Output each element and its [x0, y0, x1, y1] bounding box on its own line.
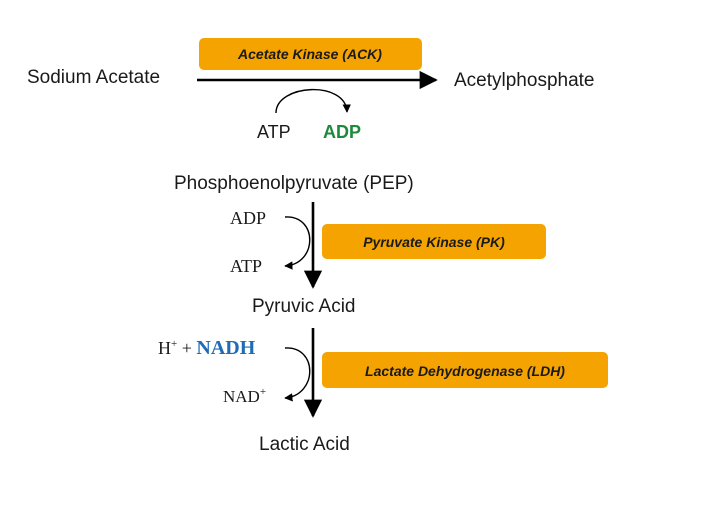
enzyme-label-ldh: Lactate Dehydrogenase (LDH)	[365, 363, 565, 379]
nad-label: NAD	[223, 387, 260, 406]
h-ion-charge: +	[171, 338, 177, 350]
cofactor-adp-out: ADP	[323, 122, 361, 142]
nadh-label: NADH	[196, 337, 255, 359]
cofactor-atp-out: ATP	[230, 256, 262, 276]
cofactor-curve-ldh	[284, 347, 311, 402]
enzyme-label-ack: Acetate Kinase (ACK)	[237, 46, 382, 62]
cofactor-adp-in: ADP	[230, 208, 266, 228]
substrate-sodium-acetate: Sodium Acetate	[27, 67, 160, 88]
reaction-pk: Phosphoenolpyruvate (PEP) ADP ATP Pyruva…	[174, 173, 546, 317]
cofactor-curve-ack	[275, 88, 351, 114]
cofactor-h-nadh-in: H+ + NADH	[158, 337, 256, 359]
enzyme-label-pk: Pyruvate Kinase (PK)	[363, 234, 505, 250]
product-acetylphosphate: Acetylphosphate	[454, 70, 595, 91]
cofactor-nad-out: NAD+	[223, 386, 266, 406]
reaction-ack: Acetate Kinase (ACK) Sodium Acetate Acet…	[27, 38, 595, 142]
product-lactic-acid: Lactic Acid	[259, 434, 350, 455]
h-ion: H	[158, 338, 171, 358]
nad-charge: +	[260, 386, 266, 398]
cofactor-atp-in: ATP	[257, 122, 291, 142]
plus-sign: +	[177, 338, 196, 358]
enzyme-box-pk	[322, 224, 546, 259]
cofactor-curve-pk	[284, 216, 311, 270]
enzyme-box-ldh	[322, 352, 608, 388]
substrate-pep: Phosphoenolpyruvate (PEP)	[174, 173, 414, 194]
enzyme-box-ack	[199, 38, 422, 70]
reaction-ldh: H+ + NADH NAD+ Lactate Dehydrogenase (LD…	[158, 328, 608, 455]
product-pyruvic-acid: Pyruvic Acid	[252, 296, 355, 317]
